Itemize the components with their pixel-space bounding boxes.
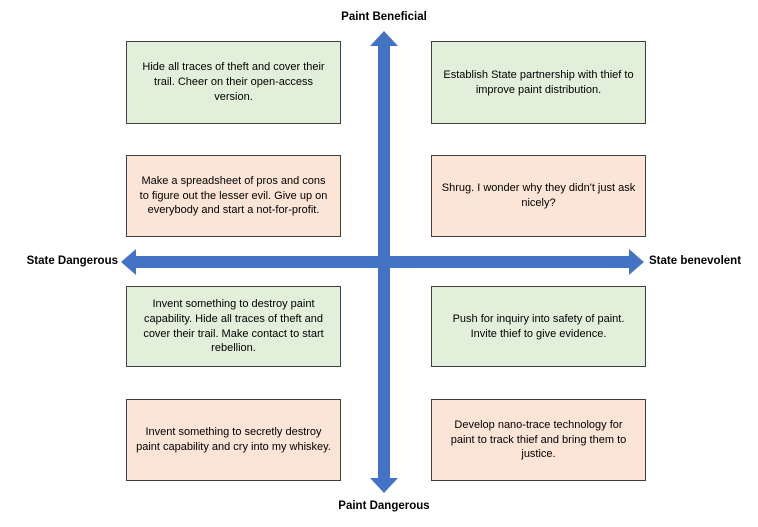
quadrant-box-text: Invent something to secretly destroy pai…	[136, 426, 331, 453]
quadrant-box-bottom-right-green: Push for inquiry into safety of paint. I…	[431, 286, 646, 367]
quadrant-box-bottom-right-pink: Develop nano-trace technology for paint …	[431, 399, 646, 481]
vertical-axis-bar	[378, 45, 390, 479]
axis-label-right: State benevolent	[649, 255, 742, 267]
quadrant-box-text: Make a spreadsheet of pros and cons to f…	[139, 174, 328, 217]
quadrant-box-text: Shrug. I wonder why they didn't just ask…	[441, 182, 636, 209]
quadrant-box-top-right-pink: Shrug. I wonder why they didn't just ask…	[431, 155, 646, 237]
quadrant-box-text: Develop nano-trace technology for paint …	[450, 418, 627, 461]
axis-label-top: Paint Beneficial	[341, 11, 427, 23]
quadrant-box-text: Invent something to destroy paint capabi…	[143, 297, 324, 355]
arrowhead-down-icon	[370, 478, 398, 493]
axis-label-bottom: Paint Dangerous	[338, 500, 430, 512]
arrowhead-up-icon	[370, 31, 398, 46]
quadrant-box-bottom-left-pink: Invent something to secretly destroy pai…	[126, 399, 341, 481]
quadrant-box-top-left-pink: Make a spreadsheet of pros and cons to f…	[126, 155, 341, 237]
quadrant-box-top-left-green: Hide all traces of theft and cover their…	[126, 41, 341, 124]
arrowhead-right-icon	[629, 249, 644, 275]
quadrant-box-text: Establish State partnership with thief t…	[443, 68, 634, 96]
quadrant-box-top-right-green: Establish State partnership with thief t…	[431, 41, 646, 124]
axis-label-left: State Dangerous	[26, 255, 118, 267]
quadrant-box-text: Hide all traces of theft and cover their…	[142, 61, 325, 103]
quadrant-box-text: Push for inquiry into safety of paint. I…	[452, 312, 625, 340]
arrowhead-left-icon	[121, 249, 136, 275]
quadrant-box-bottom-left-green: Invent something to destroy paint capabi…	[126, 286, 341, 367]
